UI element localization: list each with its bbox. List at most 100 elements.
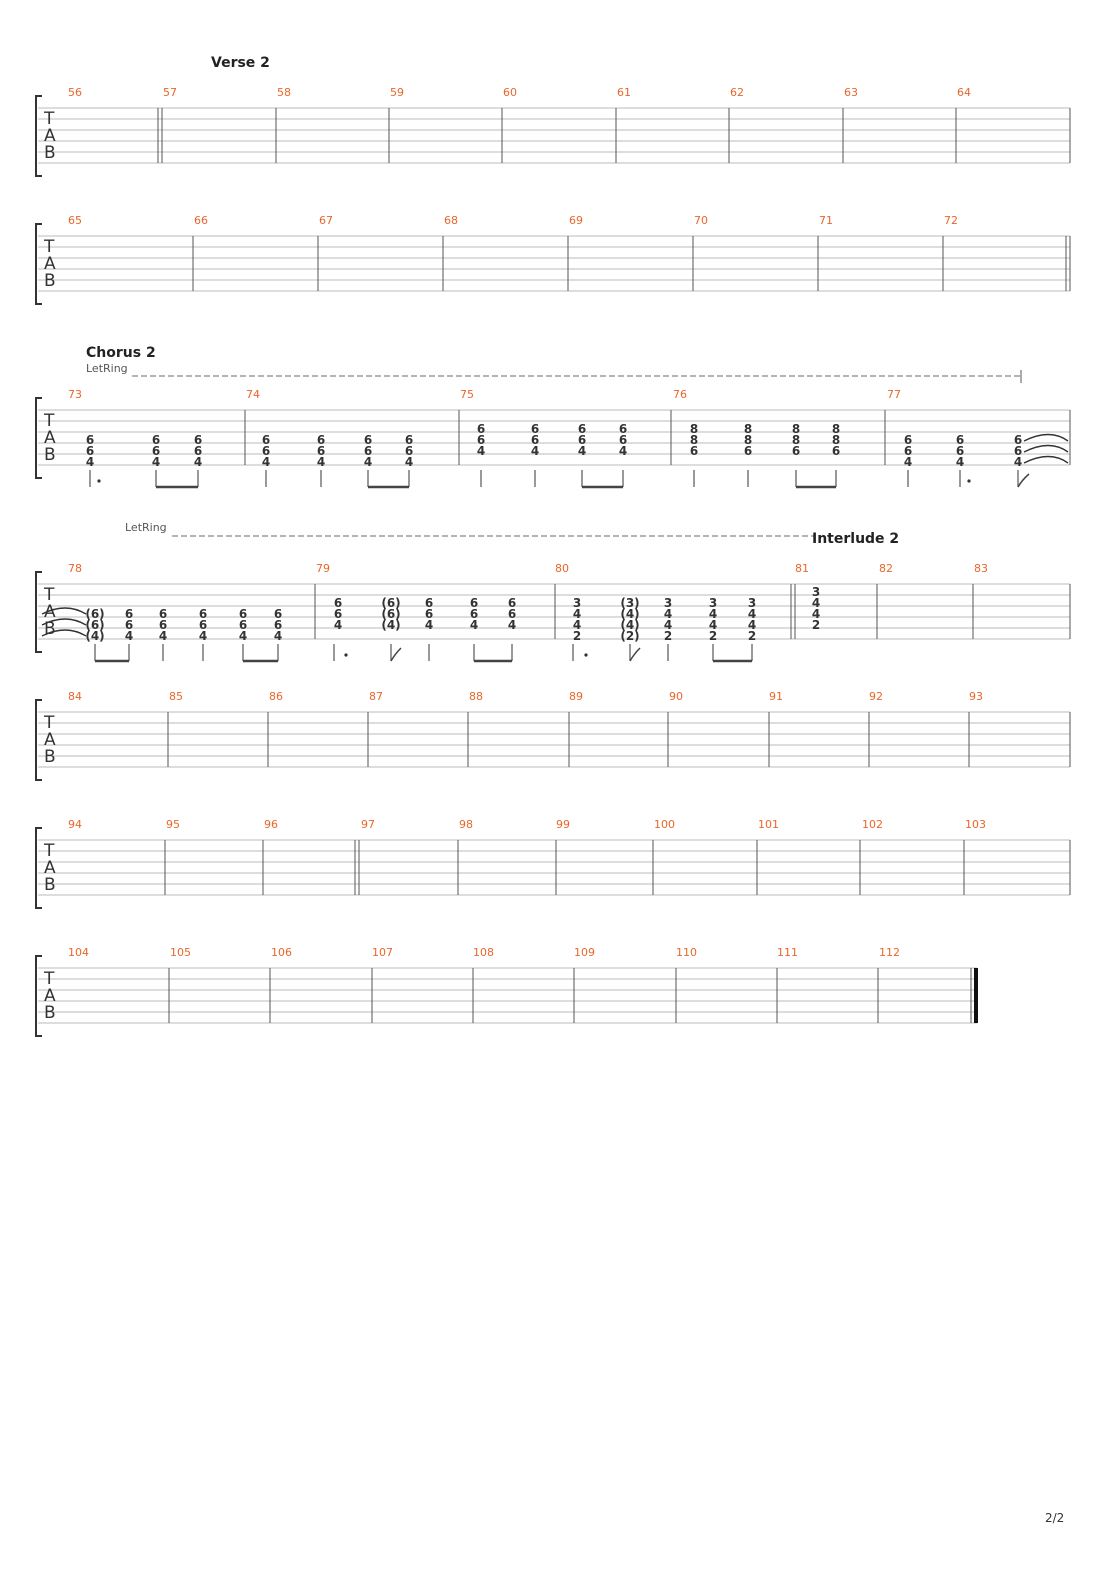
fret-number: 6 [239, 607, 247, 621]
chord-column: 8 8 6 [792, 422, 800, 458]
chord-column: 6 6 4 [152, 433, 160, 469]
tab-clef: T A B [43, 109, 56, 163]
tab-letter-b: B [44, 747, 56, 767]
fret-number: 4 [274, 629, 282, 643]
fret-number: 6 [199, 607, 207, 621]
fret-number: 6 [508, 607, 516, 621]
fret-number: 4 [812, 607, 820, 621]
tab-clef: T A B [43, 841, 56, 895]
measure-number: 95 [166, 818, 180, 831]
tab-letter-t: T [43, 585, 55, 605]
fret-number: 6 [405, 433, 413, 447]
let-ring-label: LetRing [125, 521, 167, 534]
measure-number: 80 [555, 562, 569, 575]
measure-number: 61 [617, 86, 631, 99]
fret-number: 4 [619, 444, 627, 458]
chord-column: (3) (4) (4) (2) [620, 596, 639, 643]
staff-system-1: Verse 2 T A B 56 57 58 59 60 61 62 63 64 [35, 55, 1071, 177]
tie-arcs [41, 607, 87, 637]
fret-number: 4 [664, 607, 672, 621]
eighth-flag [390, 647, 402, 662]
fret-number: 3 [748, 596, 756, 610]
fret-number: 6 [904, 444, 912, 458]
measure-number: 57 [163, 86, 177, 99]
fret-number: 4 [125, 629, 133, 643]
tab-letter-t: T [43, 109, 55, 129]
chord-column: 6 6 4 [477, 422, 485, 458]
chord-column: 6 6 4 [274, 607, 282, 643]
section-label-chorus-2: Chorus 2 [86, 345, 156, 361]
tab-letter-t: T [43, 411, 55, 431]
eighth-flag [1017, 473, 1030, 488]
tab-letter-a: A [44, 602, 56, 622]
fret-number: 6 [744, 444, 752, 458]
fret-number: 4 [364, 455, 372, 469]
fret-number: 6 [792, 444, 800, 458]
tab-letter-b: B [44, 1003, 56, 1023]
measure-number: 83 [974, 562, 988, 575]
system-bracket [35, 397, 42, 479]
measure-number: 85 [169, 690, 183, 703]
tab-letter-b: B [44, 445, 56, 465]
fret-number: 6 [531, 433, 539, 447]
fret-number: 4 [709, 607, 717, 621]
fret-number: (6) [85, 607, 104, 621]
barlines [192, 236, 1071, 291]
tab-staff-lines [38, 107, 1070, 164]
measure-number: 92 [869, 690, 883, 703]
fret-number: 4 [812, 596, 820, 610]
fret-number: 6 [1014, 433, 1022, 447]
dot [967, 479, 971, 483]
fret-number: 6 [152, 433, 160, 447]
measure-number: 102 [862, 818, 883, 831]
fret-number: 6 [159, 607, 167, 621]
fret-number: (6) [381, 596, 400, 610]
fret-number: 4 [470, 618, 478, 632]
chord-column: 3 4 4 2 [748, 596, 756, 643]
fret-number: 6 [470, 607, 478, 621]
tab-letter-a: A [44, 986, 56, 1006]
tab-letter-b: B [44, 875, 56, 895]
measure-number: 64 [957, 86, 971, 99]
measure-number: 69 [569, 214, 583, 227]
tab-staff-lines [38, 711, 1070, 768]
measure-number: 74 [246, 388, 260, 401]
measure-number: 76 [673, 388, 687, 401]
measure-number: 78 [68, 562, 82, 575]
fret-number: 6 [239, 618, 247, 632]
chord-column: 6 6 4 [317, 433, 325, 469]
fret-number: 4 [159, 629, 167, 643]
fret-number: 6 [274, 607, 282, 621]
tab-letter-a: A [44, 428, 56, 448]
staff-system-3: Chorus 2 LetRing T A B 73 74 75 76 77 6 … [35, 345, 1071, 489]
barlines [244, 410, 1071, 465]
tab-clef: T A B [43, 585, 56, 639]
tab-clef: T A B [43, 713, 56, 767]
system-bracket [35, 95, 42, 177]
dot [584, 653, 588, 657]
chord-column: 6 6 4 [86, 433, 94, 469]
fret-number: 6 [619, 433, 627, 447]
fret-number: 4 [334, 618, 342, 632]
fret-number: 4 [199, 629, 207, 643]
chord-column: 6 6 4 [199, 607, 207, 643]
barlines [164, 840, 1071, 895]
fret-number: 8 [792, 422, 800, 436]
fret-number: 8 [832, 433, 840, 447]
fret-number: 6 [364, 444, 372, 458]
fret-number: 6 [334, 596, 342, 610]
chord-column: (6) (6) (4) [85, 607, 104, 643]
staff-system-2: T A B 65 66 67 68 69 70 71 72 [35, 214, 1071, 305]
chord-column: 6 6 4 [425, 596, 433, 632]
tab-clef: T A B [43, 411, 56, 465]
measure-number: 77 [887, 388, 901, 401]
tab-clef: T A B [43, 969, 56, 1023]
tab-letter-a: A [44, 730, 56, 750]
fret-number: 4 [904, 455, 912, 469]
measure-number: 63 [844, 86, 858, 99]
fret-number: 6 [262, 444, 270, 458]
chord-column: 3 4 4 2 [573, 596, 581, 643]
fret-number: 4 [748, 618, 756, 632]
fret-number: 6 [364, 433, 372, 447]
tab-staff-lines [38, 967, 977, 1024]
